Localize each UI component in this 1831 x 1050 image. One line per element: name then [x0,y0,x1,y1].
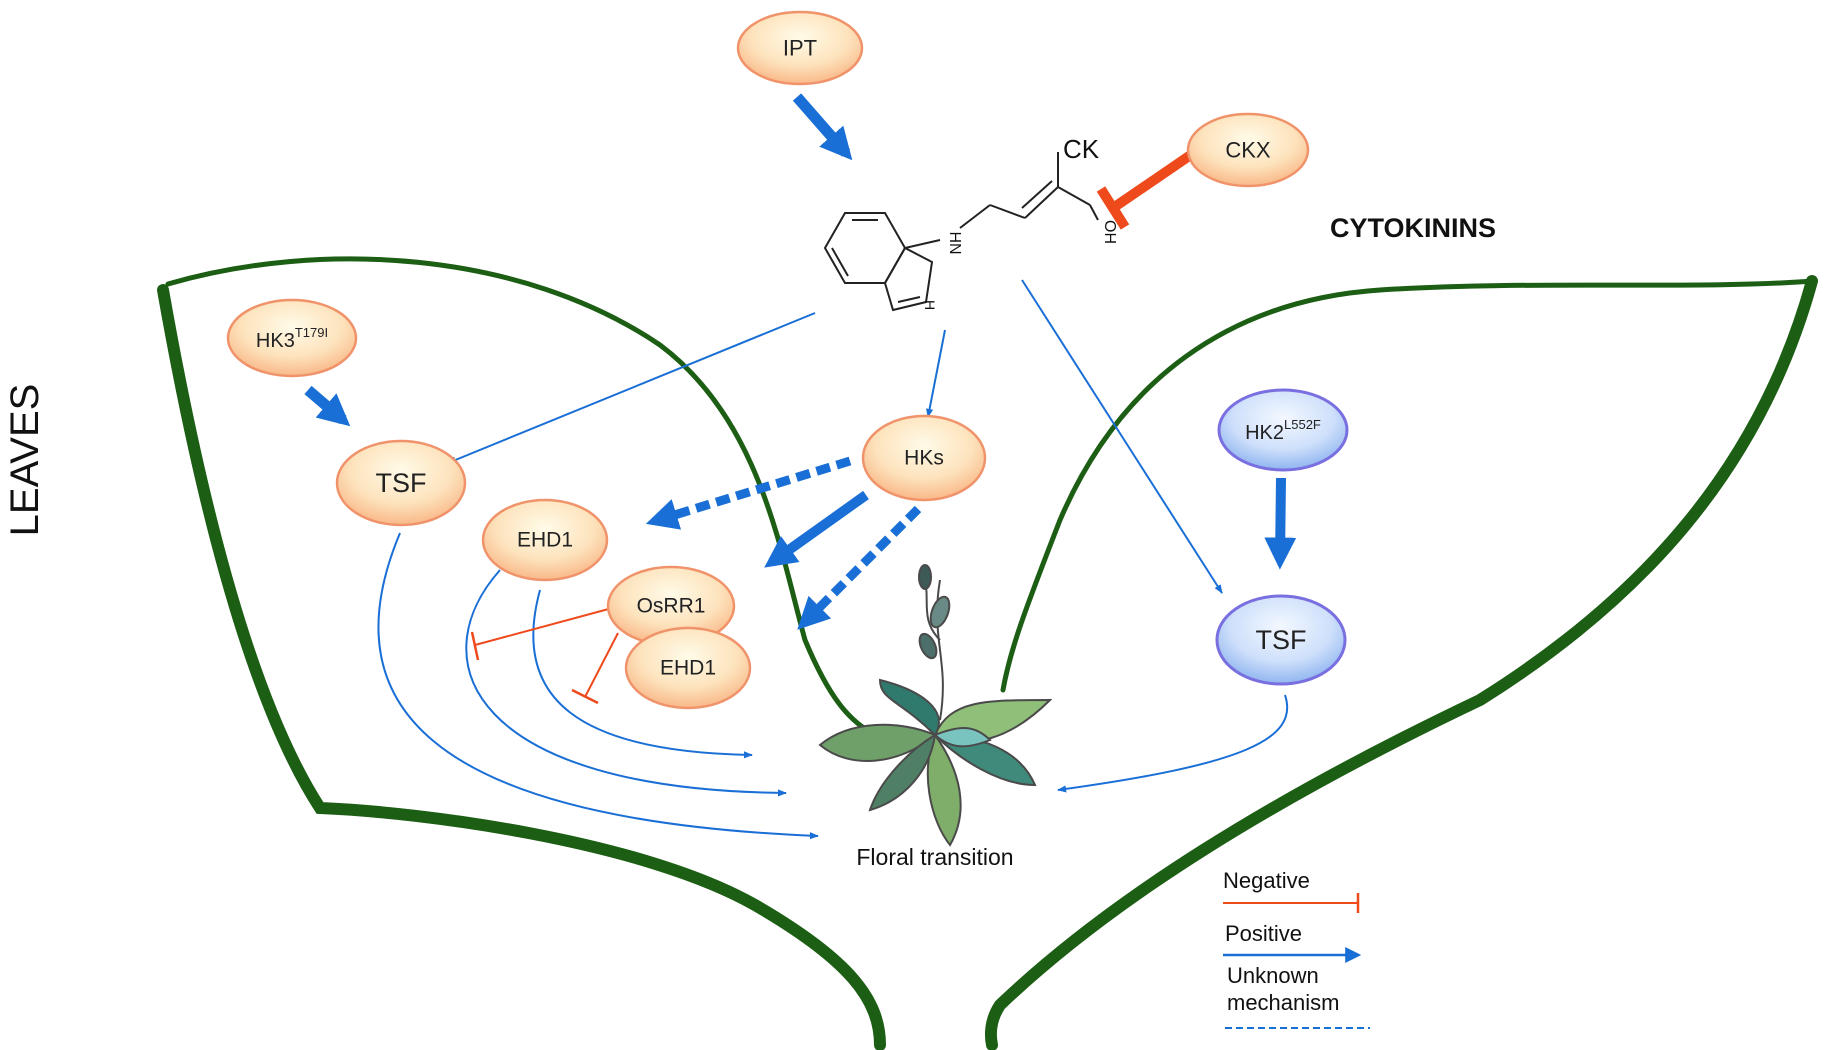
hks-to-ehd1-top-dashed-arrow [645,456,852,530]
ckx-label: CKX [1225,138,1271,163]
plant-drawing [818,564,1053,847]
hk3-label: HK3T179I [256,325,328,353]
tsf-right-to-floral-arrow [1057,694,1289,793]
osrr1-inhibits-ehd1-right-bar [571,688,599,705]
tsf-right-label: TSF [1256,625,1307,655]
ck-to-hks-arrow [926,329,946,418]
hks-to-osrr1-arrow [764,490,869,568]
node-ehd1-bottom: EHD1 [624,626,752,710]
hk2-base: HK2 [1245,422,1284,444]
tsf-left-to-floral-arrow [377,532,819,840]
ipt-label: IPT [783,36,817,61]
legend-unknown-label-2: mechanism [1227,990,1339,1015]
osrr1-inhibits-ehd1-right [584,632,619,698]
leaf-outlines [157,256,1818,1050]
amine-label: HN [946,231,963,254]
hks-to-ehd1-bottom-dashed-arrow [797,505,922,630]
ck-to-tsf-right-arrow [1021,279,1223,594]
node-tsf-right: TSF [1215,594,1347,686]
hydroxyl-label: OH [1101,220,1118,244]
ck-to-tsf-left-arrow [447,312,816,464]
leaf-f [868,733,937,812]
pyrimidine-ring [823,212,907,284]
ckx-inhibits-ck-bar [1096,186,1130,230]
node-ckx: CKX [1186,112,1310,188]
legend: Negative Positive Unknown mechanism [1223,868,1370,1029]
node-hks: HKs [861,414,987,502]
molecule-atom-labels: HN OH H CK [922,134,1118,310]
hk3-to-tsf-arrow [304,385,351,427]
ipt-to-ck-arrow [792,93,853,161]
hk2-label: HK2L552F [1245,417,1321,445]
ehd1-top-to-floral-arrow-inner [532,589,753,759]
node-ehd1-top: EHD1 [481,498,609,582]
imidazole-ring [883,246,934,312]
left-leaf-top-edge [165,256,873,735]
leaf-c [878,678,940,737]
leaf-g [933,727,992,748]
ckx-inhibits-ck [1110,147,1198,213]
node-osrr1: OsRR1 [606,565,736,647]
node-hk2: HK2L552F [1217,388,1349,472]
left-leaf-outline [157,284,886,1050]
node-ipt: IPT [736,10,864,86]
floral-transition-label: Floral transition [856,844,1013,870]
leaf-d [926,732,962,847]
right-leaf-top-edge [1000,278,1815,693]
cytokinin-molecule [823,152,1099,312]
osrr1-inhibits-ehd1-left-bar [470,631,480,661]
osrr1-inhibits-ehd1-left [474,606,617,646]
ck-label: CK [1063,134,1100,164]
node-tsf-left: TSF [335,439,467,527]
hk3-superscript: T179I [295,325,328,340]
hk2-superscript: L552F [1284,417,1321,432]
ehd1-bottom-label: EHD1 [660,657,716,680]
hk2-to-tsf-arrow [1264,477,1297,570]
thin-activation-arrows [377,279,1289,840]
legend-unknown-label-1: Unknown [1227,963,1319,988]
right-leaf-outline [985,275,1818,1050]
cytokinins-title: CYTOKININS [1330,213,1496,243]
inhibition-edges [470,147,1198,705]
leaves-side-label: LEAVES [3,384,47,537]
hk3-base: HK3 [256,330,295,352]
ehd1-top-label: EHD1 [517,529,573,552]
thick-activation-arrows [304,93,1297,570]
osrr1-label: OsRR1 [637,595,706,618]
hks-label: HKs [904,447,944,470]
ehd1-top-to-floral-arrow-outer [465,569,787,797]
node-hk3: HK3T179I [226,298,358,378]
ring-h-label: H [922,300,938,310]
legend-negative-label: Negative [1223,868,1310,893]
tsf-left-label: TSF [376,468,427,498]
legend-positive-label: Positive [1225,921,1302,946]
dashed-unknown-arrows [645,456,922,630]
